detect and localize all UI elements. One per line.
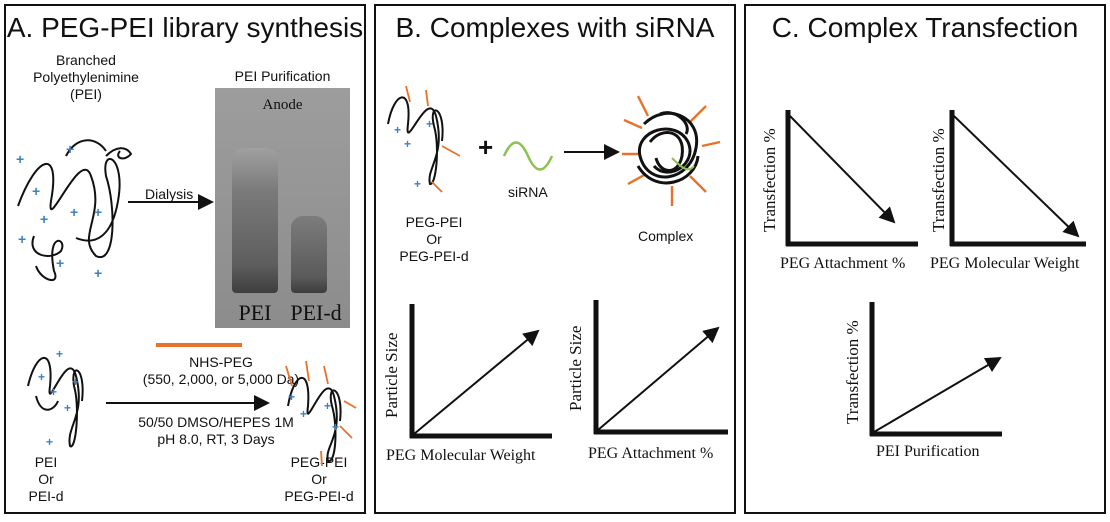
polyplex-complex-icon xyxy=(622,95,721,206)
product-line2: Or xyxy=(311,470,327,487)
graph-c3-trend-arrow-icon xyxy=(873,356,1002,433)
panel-b-drawings: ++++ xyxy=(387,85,728,439)
dialysis-label: Dialysis xyxy=(145,186,194,202)
svg-text:+: + xyxy=(332,420,339,434)
peg-pei-polymer-icon xyxy=(387,96,444,186)
polymer-line3: PEG-PEI-d xyxy=(399,247,469,264)
pei-input-polymer-icon xyxy=(27,356,84,448)
input-charge-icons: +++ +++ xyxy=(38,347,79,449)
graph-c1-trend-arrow-icon xyxy=(789,115,896,224)
anode-label: Anode xyxy=(262,97,303,113)
graph-b1-x-label: PEG Molecular Weight xyxy=(386,447,536,464)
svg-text:+: + xyxy=(50,385,57,399)
complex-label: Complex xyxy=(638,228,694,244)
svg-text:+: + xyxy=(46,435,53,449)
panel-b: B. Complexes with siRNA PEG-PEI Or PEG-P… xyxy=(374,4,736,514)
input-label: PEI Or PEI-d xyxy=(26,454,66,504)
panel-b-title: B. Complexes with siRNA xyxy=(395,12,715,43)
input-line2: Or xyxy=(38,470,54,487)
polymer-label: PEG-PEI Or PEG-PEI-d xyxy=(394,214,474,264)
graph-c2-axes xyxy=(949,110,1086,247)
input-line3: PEI-d xyxy=(28,487,64,504)
condition-line1: 50/50 DMSO/HEPES 1M xyxy=(138,414,294,430)
product-line3: PEG-PEI-d xyxy=(284,487,354,504)
product-label: PEG-PEI Or PEG-PEI-d xyxy=(274,454,364,504)
svg-text:+: + xyxy=(66,141,74,157)
graph-c1-x-label: PEG Attachment % xyxy=(780,255,906,272)
svg-text:+: + xyxy=(404,137,411,151)
graph-c3-x-label: PEI Purification xyxy=(876,443,980,460)
panel-c: C. Complex Transfection Transfection % P… xyxy=(744,4,1106,514)
polymer-charge-icons: ++++ xyxy=(394,117,433,191)
gel-lane-pei-d xyxy=(291,216,327,293)
svg-text:+: + xyxy=(70,204,78,220)
graph-c2-trend-arrow-icon xyxy=(953,115,1080,238)
lane-label-pei: PEI xyxy=(238,300,272,325)
input-line1: PEI xyxy=(34,454,58,470)
positive-charge-icons: +++ +++ +++ xyxy=(16,141,102,281)
graph-b1-trend-arrow-icon xyxy=(413,329,540,435)
reagent-line1: NHS-PEG xyxy=(189,354,253,370)
electrophoresis-gel: Anode PEI PEI-d xyxy=(215,88,350,328)
svg-text:+: + xyxy=(38,370,45,384)
pei-label-line1: Branched xyxy=(56,52,116,68)
panel-c-drawings xyxy=(785,110,1086,437)
svg-text:+: + xyxy=(72,375,79,389)
svg-text:+: + xyxy=(426,117,433,131)
graph-b2-x-label: PEG Attachment % xyxy=(588,445,714,462)
gel-lane-pei xyxy=(232,148,278,293)
svg-text:+: + xyxy=(300,407,307,421)
panel-a: A. PEG-PEI library synthesis Branched Po… xyxy=(4,4,366,514)
condition-line2: pH 8.0, RT, 3 Days xyxy=(157,430,275,447)
branched-pei-polymer-icon xyxy=(17,139,133,281)
graph-c3-axes xyxy=(869,302,1002,437)
svg-text:+: + xyxy=(414,177,421,191)
reagent-line2: (550, 2,000, or 5,000 Da) xyxy=(142,370,300,387)
nhs-peg-reagent: NHS-PEG (550, 2,000, or 5,000 Da) xyxy=(126,354,316,388)
svg-text:+: + xyxy=(394,123,401,137)
lane-label-pei-d: PEI-d xyxy=(290,300,342,325)
graph-b2-axes xyxy=(593,300,728,435)
polymer-peg-chain-icons xyxy=(405,85,461,193)
pei-label-line2: Polyethylenimine xyxy=(33,68,139,85)
panel-c-title: C. Complex Transfection xyxy=(771,12,1079,43)
panel-a-drawings: +++ +++ +++ +++ +++ ++++ xyxy=(16,139,357,467)
svg-text:+: + xyxy=(32,183,40,199)
svg-text:+: + xyxy=(64,401,71,415)
graph-b2-trend-arrow-icon xyxy=(597,326,720,431)
reaction-conditions: 50/50 DMSO/HEPES 1M pH 8.0, RT, 3 Days xyxy=(116,414,316,448)
svg-text:+: + xyxy=(324,399,331,413)
graph-c1-axes xyxy=(785,110,918,247)
sirna-strand-icon xyxy=(502,141,554,171)
svg-text:+: + xyxy=(16,151,24,167)
svg-text:+: + xyxy=(40,211,48,227)
peg-pei-product-icon xyxy=(287,376,342,462)
polymer-line2: Or xyxy=(426,230,442,247)
graph-b1-axes xyxy=(409,304,552,439)
peg-chain-icons xyxy=(285,360,357,467)
panel-a-title: A. PEG-PEI library synthesis xyxy=(6,12,364,43)
svg-text:+: + xyxy=(94,265,102,281)
polymer-line1: PEG-PEI xyxy=(405,214,463,230)
pei-label-line3: (PEI) xyxy=(70,85,102,102)
pei-label: Branched Polyethylenimine (PEI) xyxy=(26,52,146,102)
plus-sign: + xyxy=(478,132,494,162)
purification-title: PEI Purification xyxy=(234,68,331,84)
svg-text:+: + xyxy=(56,255,64,271)
svg-text:+: + xyxy=(94,204,102,220)
sirna-label: siRNA xyxy=(508,184,548,200)
product-charge-icons: ++++ xyxy=(288,390,339,434)
svg-text:+: + xyxy=(288,390,295,404)
svg-text:+: + xyxy=(18,231,26,247)
graph-c2-x-label: PEG Molecular Weight xyxy=(930,255,1080,272)
svg-text:+: + xyxy=(56,347,63,361)
